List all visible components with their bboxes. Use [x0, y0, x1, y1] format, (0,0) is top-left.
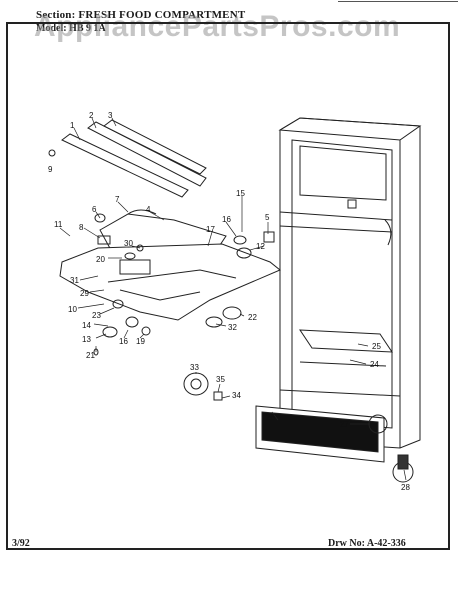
footer-date: 3/92 — [12, 538, 30, 549]
callout-11: 11 — [54, 220, 63, 229]
model-title: Model: HB 9 1A — [36, 23, 106, 34]
callout-13: 13 — [82, 335, 91, 344]
callout-29: 29 — [80, 289, 89, 298]
callout-27: 27 — [340, 420, 349, 429]
callout-1: 1 — [70, 121, 75, 130]
callout-24: 24 — [370, 360, 379, 369]
callout-8: 8 — [79, 223, 84, 232]
callout-12: 12 — [256, 242, 265, 251]
cabinet-liner — [278, 117, 422, 449]
callout-3: 3 — [108, 111, 113, 120]
callout-21: 21 — [86, 351, 95, 360]
section-title: Section: FRESH FOOD COMPARTMENT — [36, 9, 246, 21]
callout-6: 6 — [92, 205, 97, 214]
callout-22: 22 — [248, 313, 257, 322]
callout-25: 25 — [372, 342, 381, 351]
callout-2: 2 — [89, 111, 94, 120]
callout-32: 32 — [228, 323, 237, 332]
bottom-trim-26 — [255, 405, 385, 463]
callout-9: 9 — [48, 165, 53, 174]
callout-10: 10 — [68, 305, 77, 314]
callout-28: 28 — [401, 483, 410, 492]
callout-16a: 16 — [222, 215, 231, 224]
callout-15: 15 — [236, 189, 245, 198]
callout-35: 35 — [216, 375, 225, 384]
callout-33: 33 — [190, 363, 199, 372]
drawing-frame — [6, 22, 450, 550]
callout-7: 7 — [115, 195, 120, 204]
callout-14: 14 — [82, 321, 91, 330]
drawing-number: Drw No: A-42-336 — [328, 538, 406, 549]
leader-lines — [59, 117, 407, 481]
callout-23: 23 — [92, 311, 101, 320]
callout-26: 26 — [266, 413, 275, 422]
callout-20: 20 — [96, 255, 105, 264]
callout-4: 4 — [146, 205, 151, 214]
callout-31: 31 — [70, 276, 79, 285]
callout-16b: 16 — [119, 337, 128, 346]
callout-19: 19 — [136, 337, 145, 346]
watermark-logo: AppliancePartsPros.com — [34, 10, 401, 43]
callout-17: 17 — [206, 225, 215, 234]
callout-30: 30 — [124, 239, 133, 248]
callout-34: 34 — [232, 391, 241, 400]
top-rails — [61, 119, 207, 198]
top-rule — [338, 1, 458, 2]
callout-5: 5 — [265, 213, 270, 222]
